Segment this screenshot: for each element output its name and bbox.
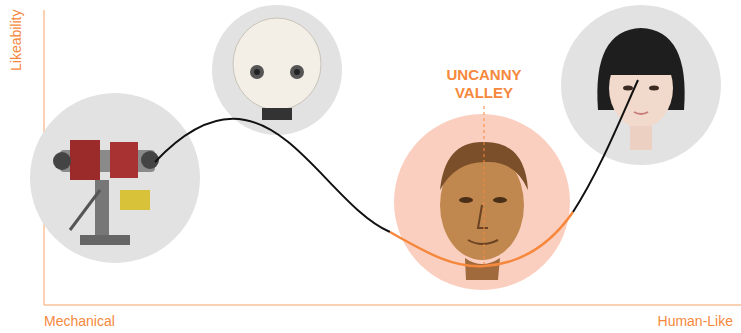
android-face [597,28,684,150]
round-robot-circle [212,5,342,135]
axis-label: Mechanical [44,313,115,329]
round-robot [233,18,321,120]
x-axis [44,304,741,306]
uncanny-face-circle [394,114,570,290]
axis-label: Likeability [8,10,24,71]
mechanical-robot [53,140,159,245]
axis-label: Human-Like [658,313,733,329]
valley-marker [484,106,485,264]
valley-title: UNCANNY VALLEY [434,66,534,102]
likeability-curve [155,119,390,232]
android-circle [561,5,721,165]
valley-curve [390,212,573,266]
robot-circle [30,93,200,263]
likeability-curve [573,80,638,212]
